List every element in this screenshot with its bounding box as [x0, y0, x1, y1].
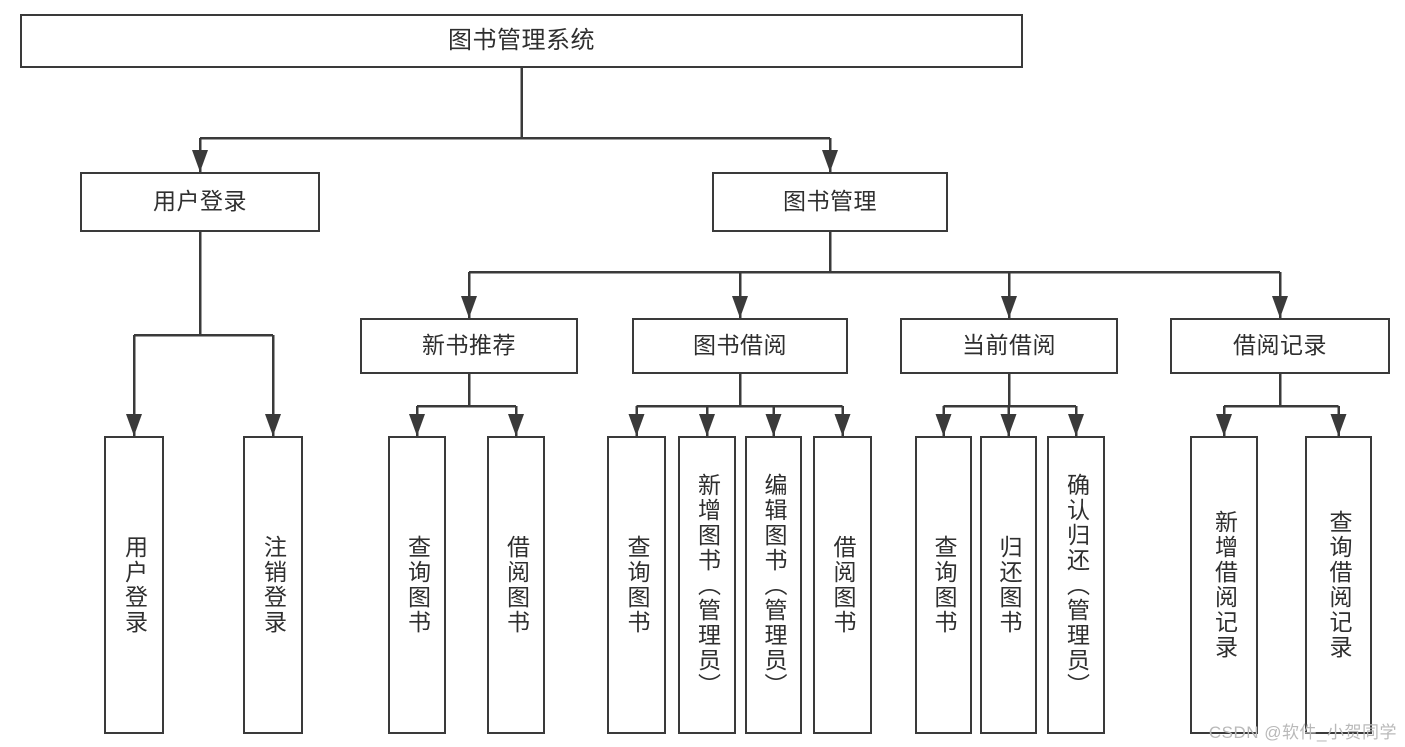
arrow-head-nb-borrow	[508, 414, 524, 436]
node-label: 查询借阅记录	[1326, 510, 1352, 660]
node-label: 图书借阅	[693, 332, 787, 359]
node-label: 注销登录	[260, 535, 287, 635]
node-logout[interactable]: 注销登录	[243, 436, 303, 734]
arrow-head-current-borrow	[1001, 296, 1017, 318]
arrow-head-bb-borrow	[834, 414, 851, 436]
arrow-head-user-login	[192, 150, 208, 172]
node-br-add[interactable]: 新增借阅记录	[1190, 436, 1258, 734]
node-user-login[interactable]: 用户登录	[80, 172, 320, 232]
node-label: 借阅图书	[503, 535, 530, 635]
node-label: 借阅图书	[830, 535, 856, 635]
arrow-head-cb-confirm	[1068, 414, 1084, 436]
node-label: 新书推荐	[422, 332, 516, 359]
node-nb-borrow[interactable]: 借阅图书	[487, 436, 545, 734]
arrow-head-book-manage	[822, 150, 838, 172]
node-root[interactable]: 图书管理系统	[20, 14, 1023, 68]
node-current-borrow[interactable]: 当前借阅	[900, 318, 1118, 374]
node-login[interactable]: 用户登录	[104, 436, 164, 734]
arrow-head-book-borrow	[732, 296, 748, 318]
arrow-head-bb-edit	[765, 414, 782, 436]
arrow-head-login	[126, 414, 142, 436]
node-label: 当前借阅	[962, 332, 1056, 359]
node-book-borrow[interactable]: 图书借阅	[632, 318, 848, 374]
node-label: 查询图书	[404, 535, 431, 635]
node-label: 归还图书	[996, 535, 1022, 635]
node-borrow-record[interactable]: 借阅记录	[1170, 318, 1390, 374]
arrow-head-bb-add	[699, 414, 715, 436]
arrow-head-borrow-record	[1272, 296, 1288, 318]
arrow-head-br-add	[1216, 414, 1232, 436]
node-bb-add[interactable]: 新增图书（管理员）	[678, 436, 736, 734]
node-book-manage[interactable]: 图书管理	[712, 172, 948, 232]
node-label: 查询图书	[624, 535, 650, 635]
node-br-query[interactable]: 查询借阅记录	[1305, 436, 1372, 734]
node-label: 新增借阅记录	[1211, 510, 1238, 660]
arrow-head-cb-query	[935, 414, 952, 436]
arrow-head-bb-query	[628, 414, 645, 436]
node-cb-confirm[interactable]: 确认归还（管理员）	[1047, 436, 1105, 734]
node-bb-edit[interactable]: 编辑图书（管理员）	[745, 436, 802, 734]
node-label: 图书管理系统	[448, 26, 595, 54]
node-label: 用户登录	[153, 188, 247, 215]
node-label: 图书管理	[783, 188, 877, 215]
arrow-head-nb-query	[409, 414, 425, 436]
node-label: 新增图书（管理员）	[694, 472, 721, 698]
arrow-head-new-book	[461, 296, 477, 318]
arrow-head-logout	[265, 414, 281, 436]
node-label: 编辑图书（管理员）	[761, 472, 787, 698]
node-bb-query[interactable]: 查询图书	[607, 436, 666, 734]
node-nb-query[interactable]: 查询图书	[388, 436, 446, 734]
node-label: 查询图书	[931, 535, 957, 635]
node-label: 用户登录	[121, 535, 148, 635]
node-new-book[interactable]: 新书推荐	[360, 318, 578, 374]
node-bb-borrow[interactable]: 借阅图书	[813, 436, 872, 734]
node-cb-query[interactable]: 查询图书	[915, 436, 972, 734]
node-label: 确认归还（管理员）	[1063, 472, 1090, 698]
arrow-head-br-query	[1330, 414, 1347, 436]
arrow-head-cb-return	[1000, 414, 1017, 436]
node-cb-return[interactable]: 归还图书	[980, 436, 1037, 734]
node-label: 借阅记录	[1233, 332, 1327, 359]
